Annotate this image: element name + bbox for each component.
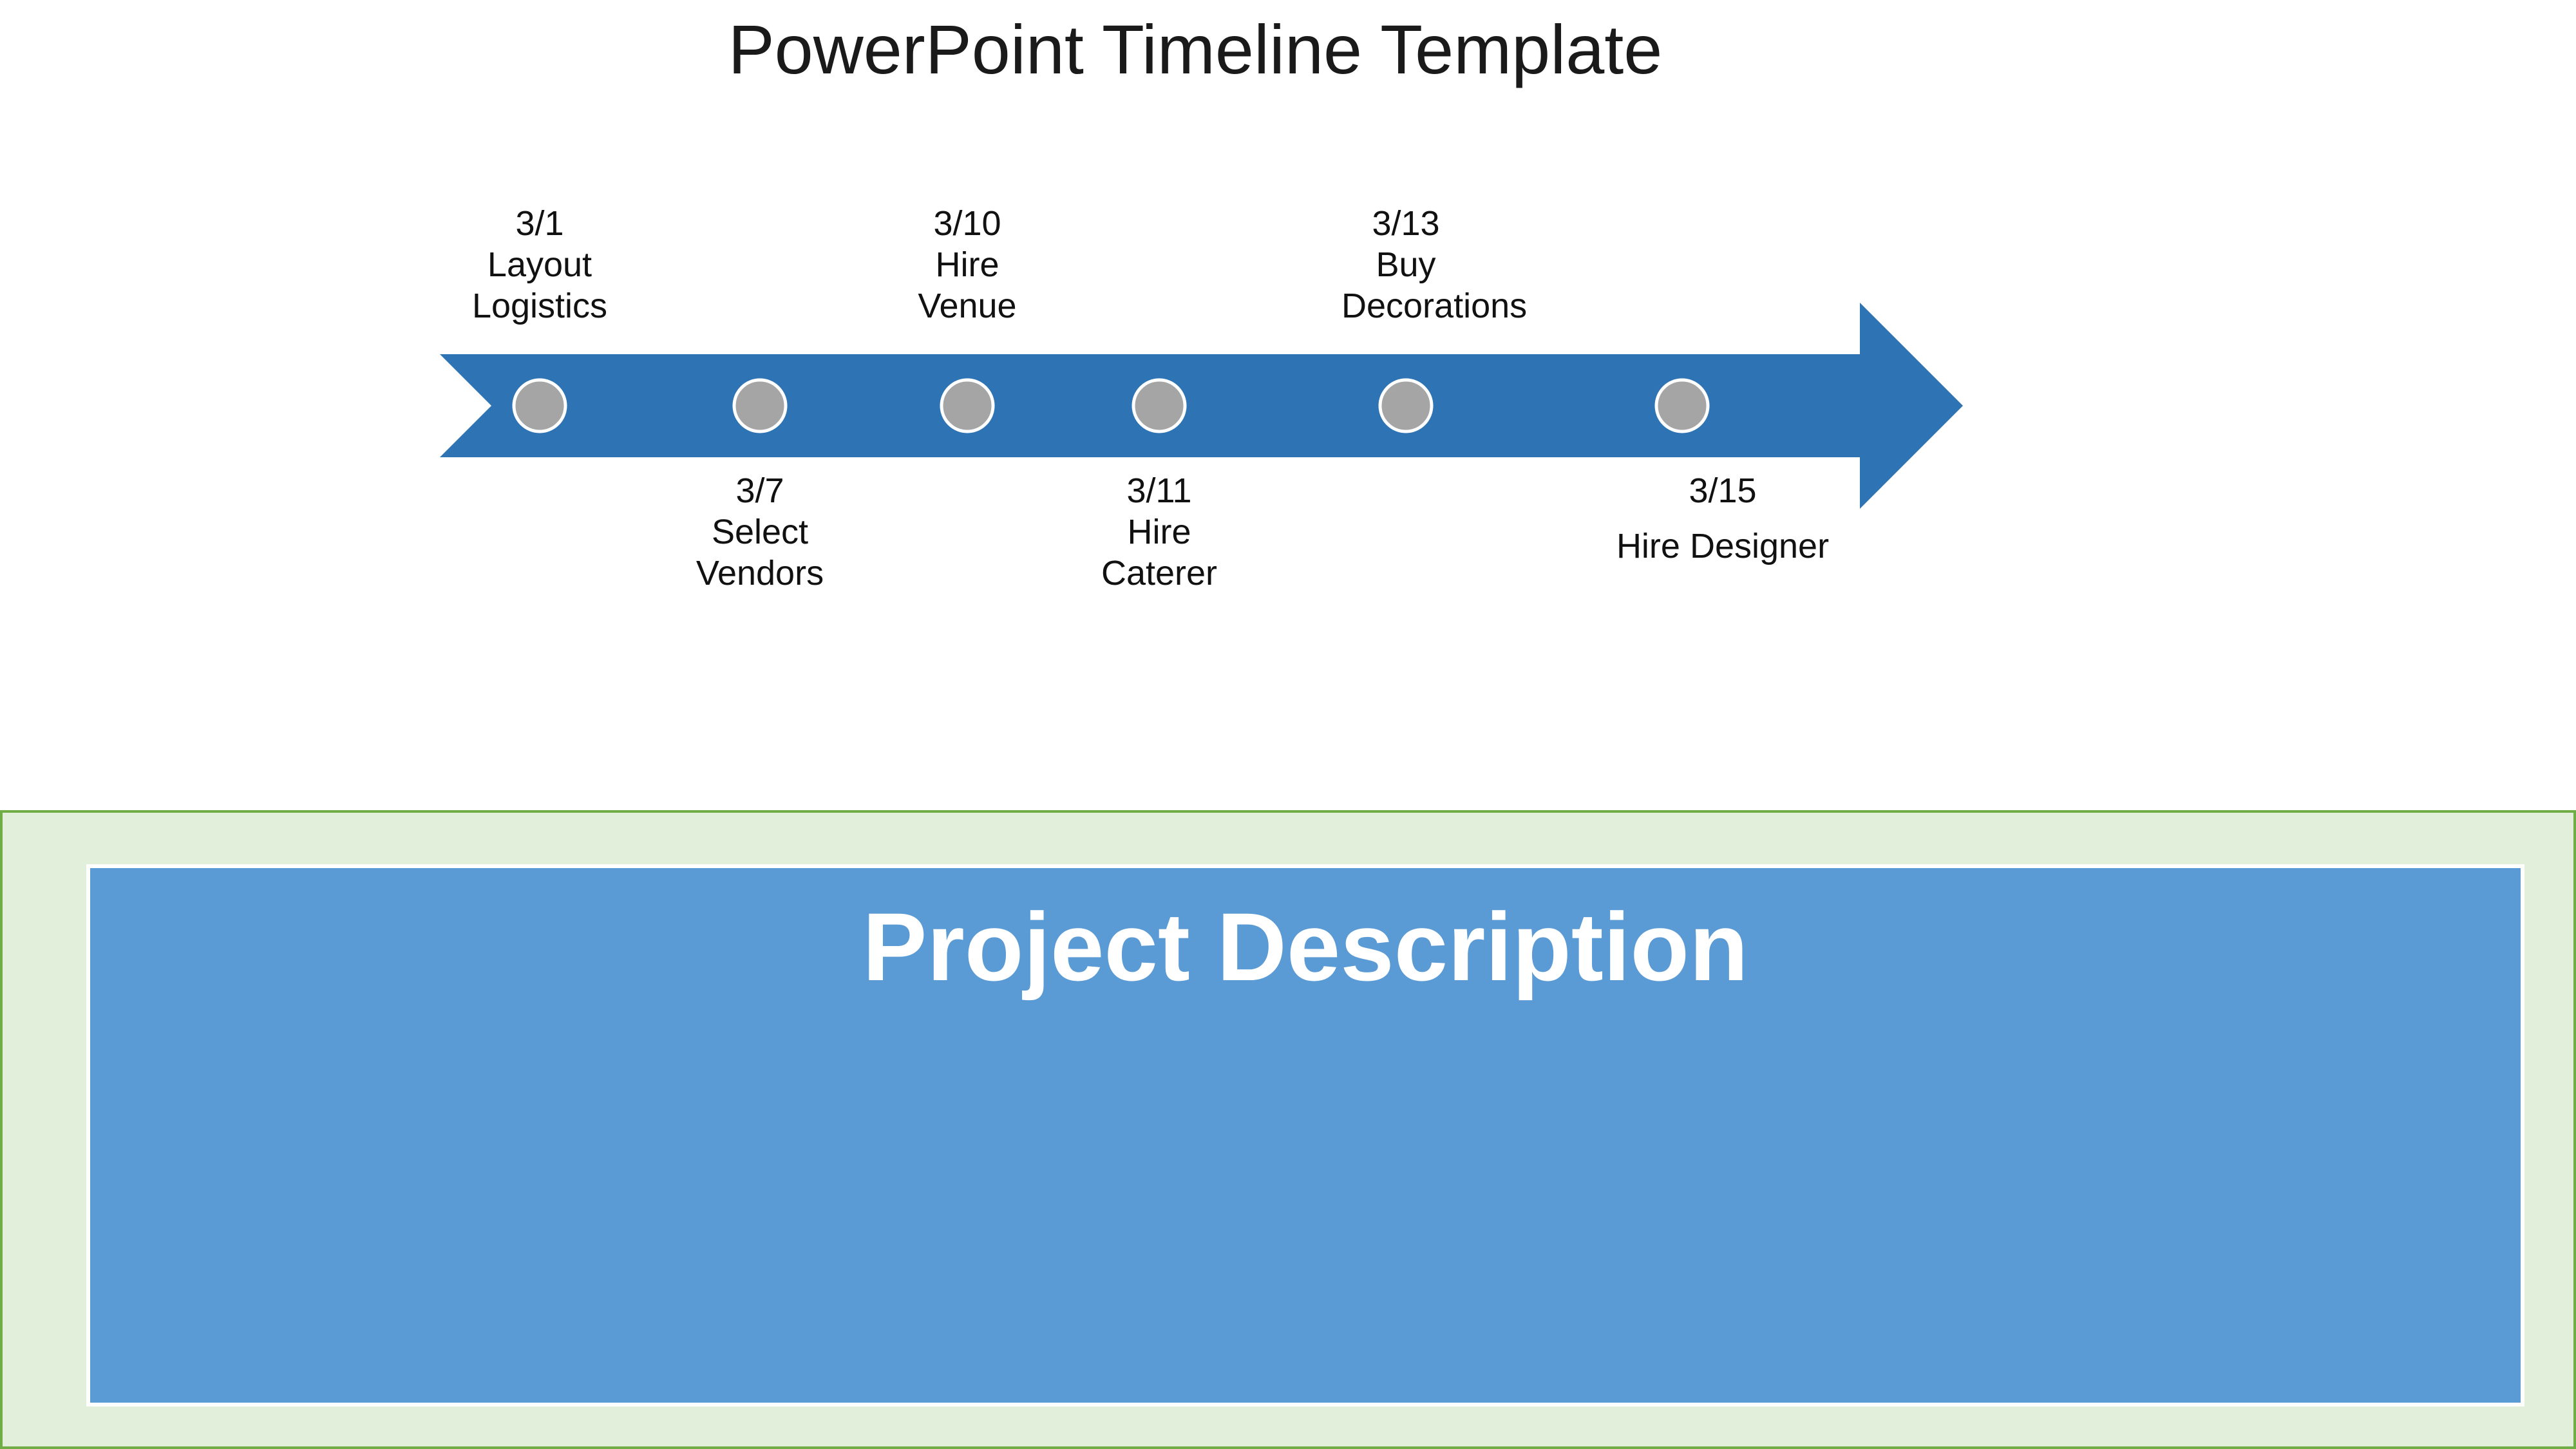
milestone-task: Select Vendors: [696, 513, 824, 592]
milestone-marker-1: [512, 378, 567, 433]
description-box[interactable]: Project Description: [86, 864, 2524, 1406]
milestone-marker-5: [1378, 378, 1434, 433]
milestone-marker-3: [940, 378, 995, 433]
milestone-date: 3/7: [735, 471, 784, 510]
milestone-date: 3/1: [515, 204, 564, 243]
milestone-marker-4: [1132, 378, 1187, 433]
milestone-task: Hire Caterer: [1101, 513, 1218, 592]
milestone-markers: [512, 378, 1710, 433]
milestone-date: 3/13: [1372, 204, 1440, 243]
milestone-marker-2: [732, 378, 788, 433]
milestone-date: 3/11: [1126, 471, 1192, 510]
milestone-date: 3/10: [933, 204, 1001, 243]
description-heading: Project Description: [862, 893, 1748, 1001]
milestone-marker-6: [1654, 378, 1710, 433]
timeline-arrow-graphic: [440, 303, 1963, 509]
slide-title: PowerPoint Timeline Template: [728, 10, 1663, 88]
milestone-label-2: 3/7 Select Vendors: [535, 470, 985, 594]
milestone-task: Buy Decorations: [1341, 245, 1528, 325]
milestone-task: Layout Logistics: [471, 245, 608, 325]
timeline-arrow: [440, 303, 1963, 509]
milestone-label-6: 3/15 Hire Designer: [1497, 470, 1948, 567]
milestone-task: Hire Venue: [918, 245, 1017, 325]
milestone-label-3: 3/10 Hire Venue: [742, 203, 1193, 327]
milestone-label-1: 3/1 Layout Logistics: [314, 203, 765, 327]
milestone-task: Hire Designer: [1616, 527, 1830, 565]
description-panel: Project Description: [0, 810, 2576, 1449]
milestone-date: 3/15: [1689, 471, 1757, 510]
milestone-label-5: 3/13 Buy Decorations: [1180, 203, 1631, 327]
milestone-label-4: 3/11 Hire Caterer: [934, 470, 1385, 594]
